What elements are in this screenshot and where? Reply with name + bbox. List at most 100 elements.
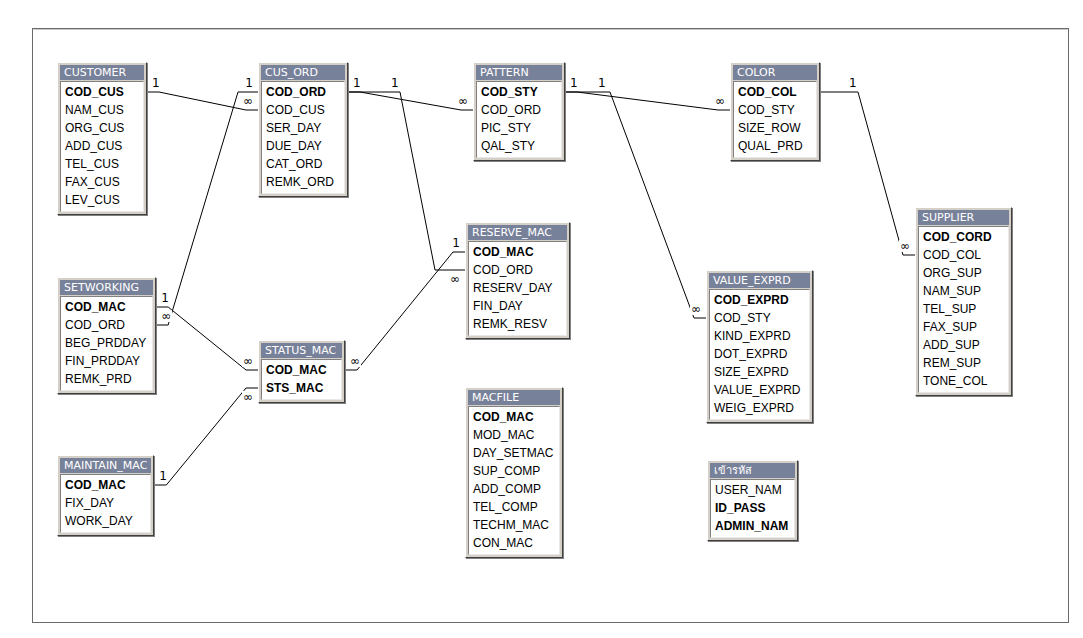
cardinality-mark: ∞ (449, 273, 461, 285)
field-name: USER_NAM (715, 481, 788, 499)
field-name: SER_DAY (266, 119, 338, 137)
field-name: ORG_CUS (65, 119, 137, 137)
cardinality-mark: 1 (597, 77, 607, 89)
table-box: MAINTAIN_MACCOD_MACFIX_DAYWORK_DAY (57, 455, 154, 536)
field-list: COD_EXPRDCOD_STYKIND_EXPRDDOT_EXPRDSIZE_… (709, 289, 810, 420)
table-title: SETWORKING (60, 280, 153, 295)
cardinality-mark: 1 (352, 77, 362, 89)
field-name: KIND_EXPRD (714, 327, 803, 345)
field-list: COD_COLCOD_STYSIZE_ROWQUAL_PRD (733, 81, 817, 158)
table-title: เข้ารหัส (710, 463, 795, 478)
panel-border (33, 29, 1069, 623)
table-title: MACFILE (468, 390, 560, 405)
cardinality-mark: ∞ (457, 95, 469, 107)
table-title: MAINTAIN_MAC (60, 458, 151, 473)
key-field: COD_CORD (923, 228, 1002, 246)
relationship-line (147, 92, 258, 110)
cardinality-mark: 1 (569, 77, 579, 89)
table-box: เข้ารหัสUSER_NAMID_PASSADMIN_NAM (707, 460, 798, 541)
relationship-line (820, 92, 915, 255)
field-name: COD_ORD (473, 261, 560, 279)
field-list: COD_CORDCOD_COLORG_SUPNAM_SUPTEL_SUPFAX_… (918, 226, 1009, 393)
field-name: QUAL_PRD (738, 137, 810, 155)
table-box: MACFILECOD_MACMOD_MACDAY_SETMACSUP_COMPA… (465, 387, 563, 558)
cardinality-mark: ∞ (242, 355, 254, 367)
table-title: RESERVE_MAC (468, 225, 567, 240)
table-box: STATUS_MACCOD_MACSTS_MAC (258, 340, 345, 403)
field-name: SUP_COMP (473, 462, 553, 480)
field-name: COD_CUS (266, 101, 338, 119)
field-list: COD_CUSNAM_CUSORG_CUSADD_CUSTEL_CUSFAX_C… (60, 81, 144, 212)
field-name: FIN_DAY (473, 297, 560, 315)
key-field: COD_MAC (65, 476, 144, 494)
field-name: CON_MAC (473, 534, 553, 552)
field-name: ORG_SUP (923, 264, 1002, 282)
cardinality-mark: ∞ (349, 355, 361, 367)
key-field: COD_MAC (473, 243, 560, 261)
table-title: CUSTOMER (60, 65, 144, 80)
key-field: COD_STY (481, 83, 555, 101)
table-box: CUSTOMERCOD_CUSNAM_CUSORG_CUSADD_CUSTEL_… (57, 62, 147, 215)
relationship-line (565, 92, 730, 110)
field-name: FAX_SUP (923, 318, 1002, 336)
field-list: COD_ORDCOD_CUSSER_DAYDUE_DAYCAT_ORDREMK_… (261, 81, 345, 194)
key-field: COD_COL (738, 83, 810, 101)
cardinality-mark: 1 (151, 77, 161, 89)
field-list: COD_STYCOD_ORDPIC_STYQAL_STY (476, 81, 562, 158)
cardinality-mark: ∞ (690, 303, 702, 315)
relationship-line (156, 307, 258, 370)
field-name: FIN_PRDDAY (65, 352, 146, 370)
field-name: TEL_CUS (65, 155, 137, 173)
field-list: COD_MACMOD_MACDAY_SETMACSUP_COMPADD_COMP… (468, 406, 560, 555)
cardinality-mark: 1 (160, 292, 170, 304)
table-title: SUPPLIER (918, 210, 1009, 225)
field-name: DAY_SETMAC (473, 444, 553, 462)
relationship-line (345, 252, 465, 370)
field-name: DOT_EXPRD (714, 345, 803, 363)
cardinality-mark: ∞ (242, 391, 254, 403)
field-name: REMK_PRD (65, 370, 146, 388)
relationship-line (348, 92, 473, 110)
field-name: TECHM_MAC (473, 516, 553, 534)
key-field: COD_MAC (473, 408, 553, 426)
field-list: COD_MACCOD_ORDRESERV_DAYFIN_DAYREMK_RESV (468, 241, 567, 336)
table-box: SETWORKINGCOD_MACCOD_ORDBEG_PRDDAYFIN_PR… (57, 277, 156, 394)
field-name: LEV_CUS (65, 191, 137, 209)
field-name: FAX_CUS (65, 173, 137, 191)
field-name: COD_ORD (65, 316, 146, 334)
cardinality-mark: 1 (244, 77, 254, 89)
field-name: CAT_ORD (266, 155, 338, 173)
cardinality-mark: 1 (158, 470, 168, 482)
field-name: TEL_SUP (923, 300, 1002, 318)
field-name: REMK_RESV (473, 315, 560, 333)
relationship-line (156, 92, 258, 325)
field-name: WORK_DAY (65, 512, 144, 530)
field-list: COD_MACSTS_MAC (261, 359, 342, 400)
field-name: COD_ORD (481, 101, 555, 119)
field-name: ADD_CUS (65, 137, 137, 155)
key-field: STS_MAC (266, 379, 335, 397)
field-list: COD_MACFIX_DAYWORK_DAY (60, 474, 151, 533)
table-title: CUS_ORD (261, 65, 345, 80)
table-box: CUS_ORDCOD_ORDCOD_CUSSER_DAYDUE_DAYCAT_O… (258, 62, 348, 197)
field-list: COD_MACCOD_ORDBEG_PRDDAYFIN_PRDDAYREMK_P… (60, 296, 153, 391)
field-list: USER_NAMID_PASSADMIN_NAM (710, 479, 795, 538)
field-name: MOD_MAC (473, 426, 553, 444)
field-name: TONE_COL (923, 372, 1002, 390)
field-name: NAM_CUS (65, 101, 137, 119)
table-title: COLOR (733, 65, 817, 80)
table-box: SUPPLIERCOD_CORDCOD_COLORG_SUPNAM_SUPTEL… (915, 207, 1012, 396)
cardinality-mark: ∞ (242, 95, 254, 107)
field-name: COD_STY (738, 101, 810, 119)
table-title: PATTERN (476, 65, 562, 80)
field-name: NAM_SUP (923, 282, 1002, 300)
field-name: SIZE_EXPRD (714, 363, 803, 381)
key-field: COD_MAC (266, 361, 335, 379)
panel-highlight (34, 29, 1068, 30)
field-name: SIZE_ROW (738, 119, 810, 137)
cardinality-mark: ∞ (714, 95, 726, 107)
table-title: VALUE_EXPRD (709, 273, 810, 288)
table-box: RESERVE_MACCOD_MACCOD_ORDRESERV_DAYFIN_D… (465, 222, 570, 339)
key-field: COD_MAC (65, 298, 146, 316)
field-name: DUE_DAY (266, 137, 338, 155)
